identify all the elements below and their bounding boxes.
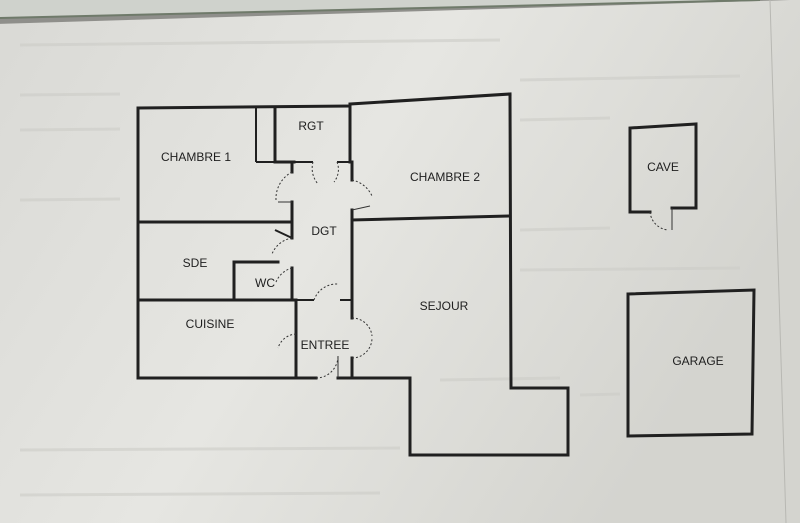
door-swings [271, 161, 373, 379]
room-label-dgt: DGT [311, 224, 337, 238]
cave-outline [628, 122, 698, 231]
bleed-through-lines [19, 38, 741, 497]
apartment-walls [136, 92, 570, 457]
paper-top-edge [0, 0, 761, 19]
room-label-entree: ENTREE [301, 338, 350, 352]
room-label-wc: WC [255, 276, 275, 290]
room-label-chambre-1: CHAMBRE 1 [161, 150, 231, 164]
room-label-garage: GARAGE [672, 354, 723, 368]
room-label-cave: CAVE [647, 160, 679, 174]
room-label-rgt: RGT [298, 119, 324, 133]
room-label-cuisine: CUISINE [186, 317, 235, 331]
room-label-sde: SDE [183, 256, 208, 270]
garage-outline [626, 288, 756, 438]
room-label-chambre-2: CHAMBRE 2 [410, 170, 480, 184]
paper-right-edge [769, 0, 787, 523]
room-label-sejour: SEJOUR [420, 299, 469, 313]
